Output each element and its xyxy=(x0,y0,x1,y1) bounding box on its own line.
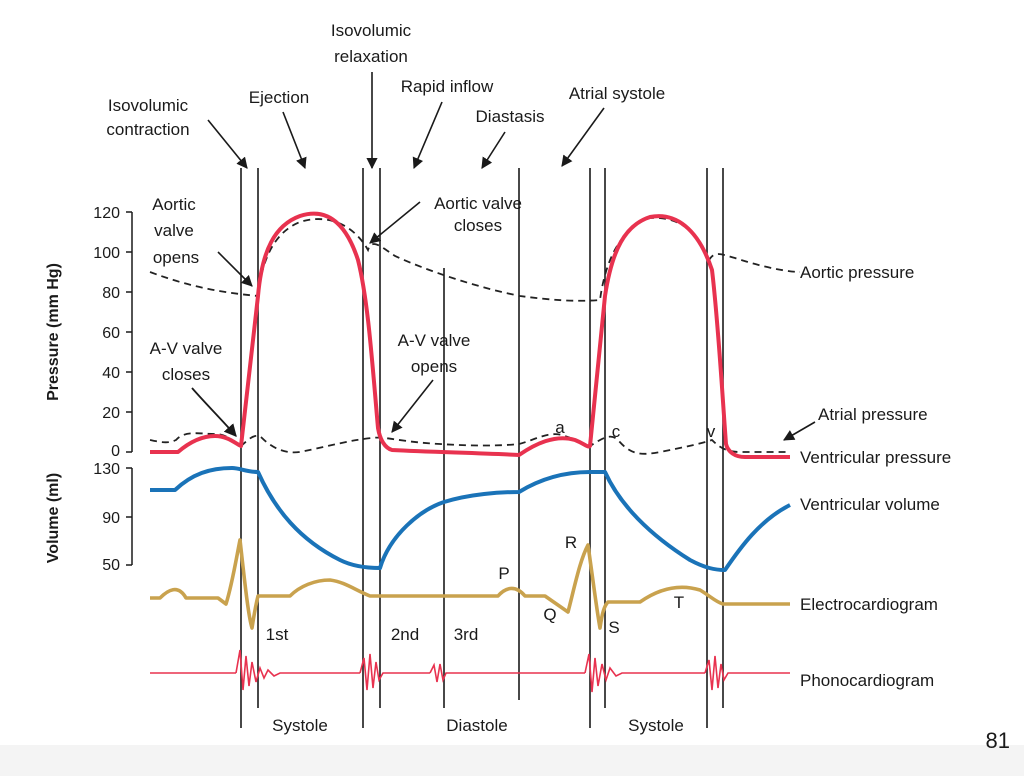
arrow xyxy=(217,251,253,287)
aortic-valve-opens-label-line2: valve xyxy=(154,221,194,240)
rapid-inflow-label: Rapid inflow xyxy=(401,77,494,96)
isovolumic-contraction-label-line2: contraction xyxy=(106,120,189,139)
annotations: Aortic valve opens Aortic valve closes A… xyxy=(150,194,716,644)
volume-axis-title: Volume (ml) xyxy=(45,473,62,563)
atrial-systole-label: Atrial systole xyxy=(569,84,665,103)
volume-axis: 130 90 50 Volume (ml) xyxy=(45,461,133,574)
pressure-axis: 120 100 80 60 40 20 0 Pressure (mm Hg) xyxy=(45,205,133,460)
aortic-valve-opens-label-line3: opens xyxy=(153,248,199,267)
phase-arrows xyxy=(207,72,605,170)
pressure-tick: 60 xyxy=(102,325,120,342)
arrow xyxy=(207,119,248,169)
trace-labels: Aortic pressure Atrial pressure Ventricu… xyxy=(783,263,951,690)
phonocardiogram-label: Phonocardiogram xyxy=(800,671,934,690)
aortic-pressure-trace xyxy=(149,217,801,302)
electrocardiogram-label: Electrocardiogram xyxy=(800,595,938,614)
diastasis-label: Diastasis xyxy=(476,107,545,126)
heart-sound-1-label: 1st xyxy=(266,625,289,644)
volume-tick: 130 xyxy=(93,461,120,478)
arrow xyxy=(561,107,605,167)
ventricular-volume-trace xyxy=(150,466,791,572)
period-labels: Systole Diastole Systole xyxy=(272,716,684,735)
ventricular-pressure-label: Ventricular pressure xyxy=(800,448,951,467)
av-valve-opens-label-line2: opens xyxy=(411,357,457,376)
aortic-valve-closes-label-line1: Aortic valve xyxy=(434,194,522,213)
wave-v-label: v xyxy=(707,422,716,441)
pressure-tick: 120 xyxy=(93,205,120,222)
aortic-pressure-label: Aortic pressure xyxy=(800,263,914,282)
phase-dividers xyxy=(240,168,724,728)
av-valve-closes-label-line2: closes xyxy=(162,365,210,384)
pressure-tick: 80 xyxy=(102,285,120,302)
ecg-t-label: T xyxy=(674,593,684,612)
arrow xyxy=(282,111,307,170)
arrow xyxy=(369,201,421,244)
heart-sound-2-label: 2nd xyxy=(391,625,419,644)
wave-a-label: a xyxy=(555,418,565,437)
arrow xyxy=(391,379,434,433)
ecg-s-label: S xyxy=(608,618,619,637)
aortic-valve-closes-label-line2: closes xyxy=(454,216,502,235)
systole-label: Systole xyxy=(628,716,684,735)
ventricular-pressure-trace xyxy=(150,211,790,459)
wave-c-label: c xyxy=(612,422,621,441)
ejection-label: Ejection xyxy=(249,88,309,107)
systole-label: Systole xyxy=(272,716,328,735)
pressure-tick: 20 xyxy=(102,405,120,422)
footer-band xyxy=(0,745,1024,776)
atrial-pressure-trace xyxy=(149,432,790,455)
ecg-q-label: Q xyxy=(543,605,556,624)
phase-labels: Isovolumic contraction Ejection Isovolum… xyxy=(106,21,665,139)
av-valve-opens-label-line1: A-V valve xyxy=(398,331,471,350)
pressure-tick: 0 xyxy=(111,443,120,460)
ecg-r-label: R xyxy=(565,533,577,552)
av-valve-closes-label-line1: A-V valve xyxy=(150,339,223,358)
pressure-axis-title: Pressure (mm Hg) xyxy=(45,263,62,401)
arrow xyxy=(191,387,237,437)
pressure-tick: 100 xyxy=(93,245,120,262)
ventricular-volume-label: Ventricular volume xyxy=(800,495,940,514)
isovolumic-relaxation-label-line1: Isovolumic xyxy=(331,21,412,40)
page-number: 81 xyxy=(985,728,1010,753)
phonocardiogram-trace xyxy=(150,649,790,693)
volume-tick: 50 xyxy=(102,557,120,574)
heart-sound-3-label: 3rd xyxy=(454,625,479,644)
arrow xyxy=(412,101,443,170)
volume-tick: 90 xyxy=(102,510,120,527)
arrow xyxy=(481,131,506,169)
diastole-label: Diastole xyxy=(446,716,507,735)
arrow xyxy=(783,421,816,441)
ecg-p-label: P xyxy=(498,564,509,583)
pressure-tick: 40 xyxy=(102,365,120,382)
ecg-trace xyxy=(150,538,790,630)
isovolumic-relaxation-label-line2: relaxation xyxy=(334,47,408,66)
atrial-pressure-label: Atrial pressure xyxy=(818,405,928,424)
isovolumic-contraction-label-line1: Isovolumic xyxy=(108,96,189,115)
aortic-valve-opens-label-line1: Aortic xyxy=(152,195,196,214)
